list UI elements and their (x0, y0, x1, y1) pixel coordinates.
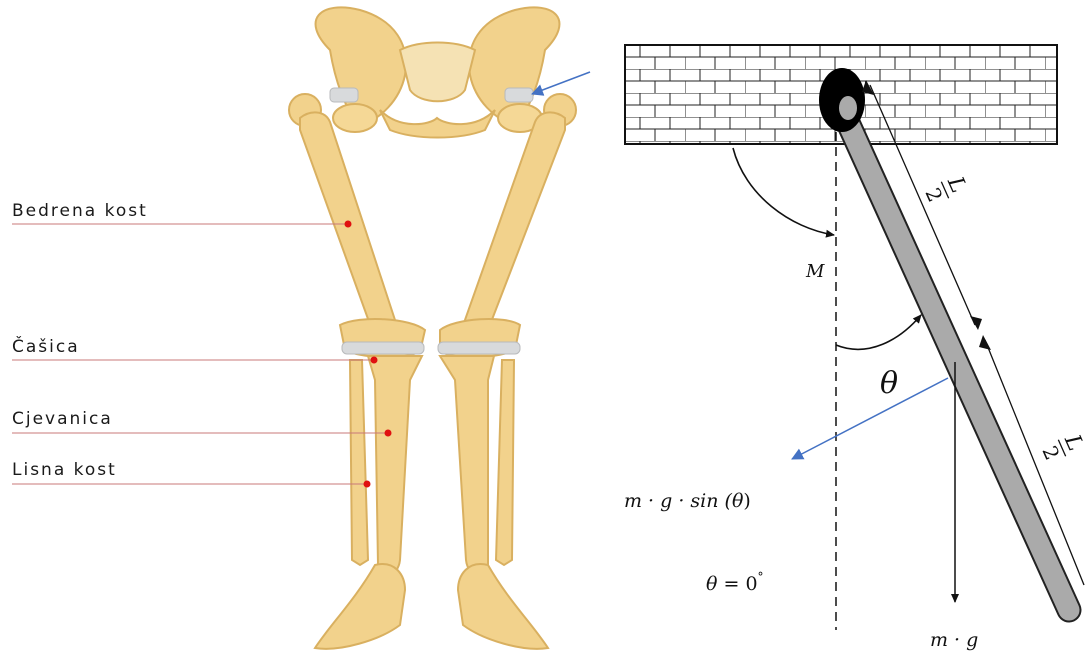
marker-dot-patella (371, 357, 378, 364)
marker-dot-femur (345, 221, 352, 228)
pelvis (316, 7, 560, 137)
half-length-denominator: 2 (1037, 442, 1064, 463)
equilibrium-label: θ = 0° (706, 570, 764, 595)
tangential-force-arrow (792, 378, 948, 459)
angle-arc (836, 315, 921, 349)
pendulum-diagram: L 2 L 2 M θ m · g · sin (θ) m · g θ = 0° (624, 45, 1086, 651)
pivot-pin (839, 96, 857, 120)
label-femur: Bedrena kost (12, 201, 148, 221)
label-patella: Čašica (12, 337, 80, 357)
moment-label: M (805, 261, 825, 282)
label-fibula: Lisna kost (12, 460, 117, 480)
half-length-denominator: 2 (920, 184, 947, 205)
marker-dot-fibula (364, 481, 371, 488)
angle-label: θ (880, 366, 898, 401)
marker-dot-tibia (385, 430, 392, 437)
tibia-fibula-bones (350, 356, 514, 575)
feet-bones (315, 564, 548, 649)
hip-pointer-arrow (532, 72, 590, 94)
moment-arrow (733, 148, 834, 235)
knee-cartilage (342, 342, 520, 354)
label-tibia: Cjevanica (12, 409, 113, 429)
tangential-force-label: m · g · sin (θ) (624, 490, 751, 512)
gravity-force-label: m · g (930, 629, 978, 651)
half-length-label-upper: L 2 (919, 172, 971, 208)
half-length-label-lower: L 2 (1036, 430, 1086, 466)
skeleton-illustration (289, 7, 590, 648)
